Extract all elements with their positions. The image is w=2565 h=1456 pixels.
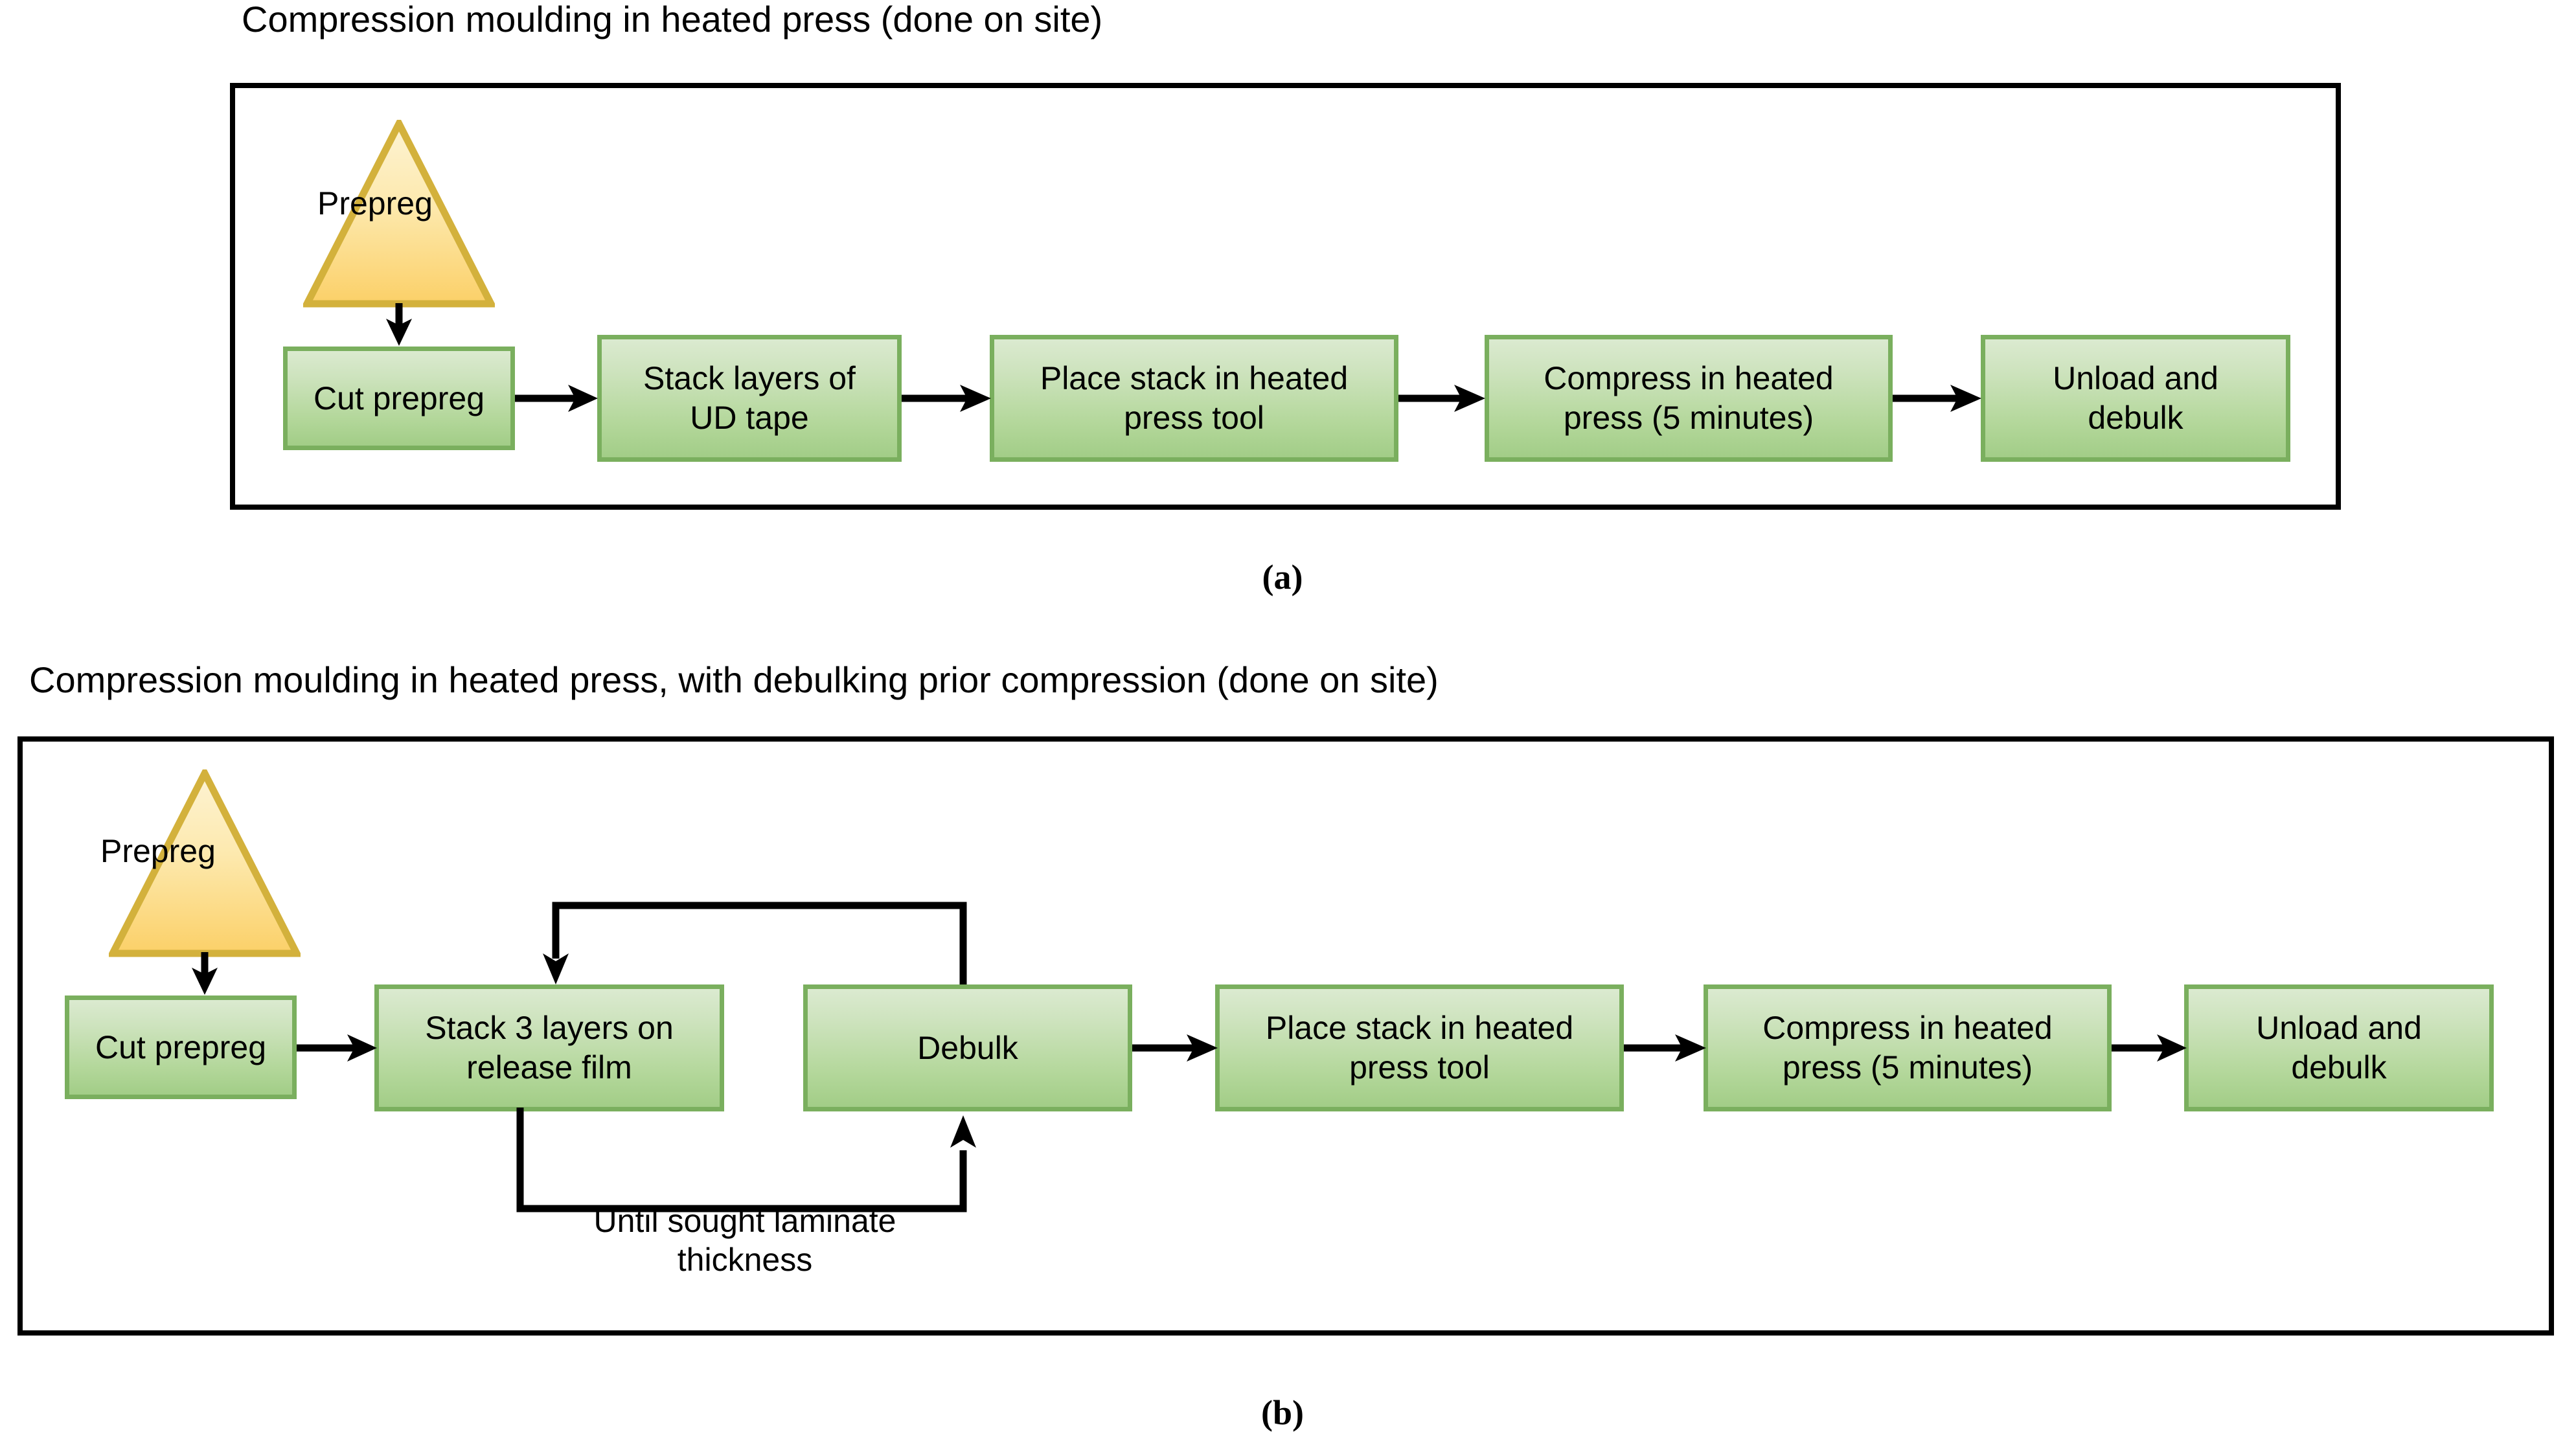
panel-b-step-2-text: Stack 3 layers on release film [425, 1008, 674, 1087]
panel-b-prepreg-label: Prepreg [100, 833, 216, 869]
panel-b-step-4-text: Place stack in heated press tool [1266, 1008, 1573, 1087]
panel-a-step-2-label-line1: Stack layers of [643, 360, 856, 396]
panel-b-step-1-label: Cut prepreg [95, 1029, 267, 1065]
panel-b-loop-note-line1: Until sought laminate [593, 1203, 896, 1239]
panel-b-caption: (b) [1205, 1393, 1360, 1433]
panel-a-prepreg-label: Prepreg [317, 185, 433, 222]
panel-b-step-5-label-line2: press (5 minutes) [1782, 1049, 2033, 1086]
panel-a-step-4-text: Compress in heated press (5 minutes) [1544, 359, 1833, 438]
panel-b-title: Compression moulding in heated press, wi… [29, 659, 1439, 700]
panel-a-step-2[interactable]: Stack layers of UD tape [597, 335, 902, 462]
panel-a-step-3-label-line1: Place stack in heated [1040, 360, 1349, 396]
panel-a-step-1[interactable]: Cut prepreg [283, 347, 515, 450]
panel-a-step-1-label: Cut prepreg [313, 380, 485, 416]
panel-b-caption-text: (b) [1261, 1393, 1304, 1432]
panel-b-step-4[interactable]: Place stack in heated press tool [1215, 984, 1624, 1111]
panel-a-step-4-label-line1: Compress in heated [1544, 360, 1834, 396]
panel-b-step-2-label-line1: Stack 3 layers on [425, 1010, 674, 1046]
panel-b-step-3[interactable]: Debulk [803, 984, 1132, 1111]
panel-a-step-3-text: Place stack in heated press tool [1040, 359, 1348, 438]
panel-a-title: Compression moulding in heated press (do… [242, 0, 1103, 40]
panel-b-step-3-label: Debulk [917, 1029, 1018, 1066]
panel-b-frame [17, 736, 2554, 1336]
panel-b-step-1[interactable]: Cut prepreg [65, 995, 297, 1099]
panel-b-step-6-label-line1: Unload and [2256, 1010, 2422, 1046]
panel-b-step-6-text: Unload and debulk [2256, 1008, 2422, 1087]
panel-b-step-6[interactable]: Unload and debulk [2184, 984, 2494, 1111]
panel-a-step-5[interactable]: Unload and debulk [1981, 335, 2290, 462]
panel-b-step-6-label-line2: debulk [2291, 1049, 2387, 1086]
panel-a-caption-text: (a) [1262, 558, 1303, 597]
panel-b-step-4-label-line1: Place stack in heated [1265, 1010, 1574, 1046]
panel-a-frame [230, 83, 2341, 510]
panel-a-step-3[interactable]: Place stack in heated press tool [990, 335, 1398, 462]
panel-a-step-4[interactable]: Compress in heated press (5 minutes) [1485, 335, 1893, 462]
panel-a-step-5-label-line1: Unload and [2053, 360, 2218, 396]
panel-a-step-2-label-line2: UD tape [690, 400, 809, 436]
panel-b-step-2[interactable]: Stack 3 layers on release film [374, 984, 724, 1111]
panel-b-step-5[interactable]: Compress in heated press (5 minutes) [1704, 984, 2112, 1111]
panel-a-step-5-label-line2: debulk [2088, 400, 2183, 436]
panel-a-step-5-text: Unload and debulk [2053, 359, 2218, 438]
panel-a-step-2-text: Stack layers of UD tape [643, 359, 856, 438]
panel-b-loop-note-line2: thickness [677, 1242, 813, 1278]
panel-b-step-5-text: Compress in heated press (5 minutes) [1762, 1008, 2052, 1087]
panel-b-loop-note: Until sought laminate thickness [551, 1201, 939, 1279]
panel-a-step-4-label-line2: press (5 minutes) [1563, 400, 1814, 436]
panel-b-step-4-label-line2: press tool [1349, 1049, 1490, 1086]
panel-a-caption: (a) [1205, 557, 1360, 597]
panel-b-step-5-label-line1: Compress in heated [1762, 1010, 2053, 1046]
panel-a-step-3-label-line2: press tool [1124, 400, 1264, 436]
panel-b-step-2-label-line2: release film [466, 1049, 632, 1086]
